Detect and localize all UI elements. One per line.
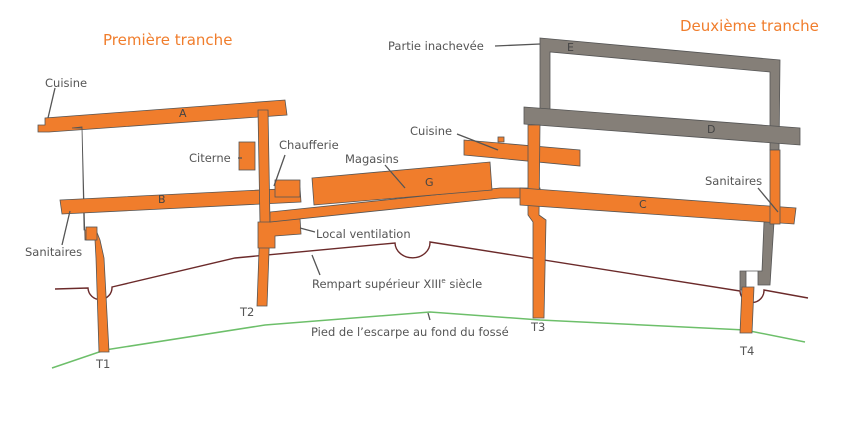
letter-g: G xyxy=(425,176,434,189)
letter-d: D xyxy=(707,123,715,136)
label-cuisine-right: Cuisine xyxy=(410,124,452,138)
t1-block xyxy=(85,226,98,241)
rempart-end-text: siècle xyxy=(446,277,483,291)
cuisine-chimney xyxy=(497,136,505,143)
letter-a: A xyxy=(179,107,187,120)
rampart-line xyxy=(54,241,809,304)
letter-b: B xyxy=(158,193,166,206)
first-section xyxy=(37,99,541,353)
wall-right-orange xyxy=(769,149,781,225)
rempart-superscript: e xyxy=(441,277,445,285)
second-section xyxy=(463,37,801,334)
wall-t3 xyxy=(527,124,547,319)
label-rempart: Rempart supérieur XIIIe siècle xyxy=(312,277,482,291)
rempart-main-text: Rempart supérieur XIII xyxy=(312,277,441,291)
building-c xyxy=(519,187,797,225)
title-second-section: Deuxième tranche xyxy=(680,17,819,35)
tower-t1: T1 xyxy=(95,357,110,371)
label-sanitaires-right: Sanitaires xyxy=(705,174,762,188)
label-local-ventilation: Local ventilation xyxy=(316,227,411,241)
citerne-block xyxy=(238,141,256,171)
wall-t4 xyxy=(739,286,755,334)
ditch-line xyxy=(51,311,806,369)
building-b xyxy=(59,187,302,215)
leader-lines xyxy=(47,43,779,321)
chaufferie-block xyxy=(274,179,301,198)
label-magasins: Magasins xyxy=(345,152,399,166)
tower-t2: T2 xyxy=(239,305,254,319)
label-partie-inachevee: Partie inachevée xyxy=(388,39,484,53)
cuisine-block xyxy=(463,139,581,167)
label-sanitaires-left: Sanitaires xyxy=(25,245,82,259)
building-a xyxy=(37,99,288,133)
label-cuisine-left: Cuisine xyxy=(45,76,87,90)
tower-t4: T4 xyxy=(739,344,754,358)
tower-t3: T3 xyxy=(530,320,545,334)
letter-e: E xyxy=(567,41,574,54)
local-ventilation-block xyxy=(257,217,302,249)
label-chaufferie: Chaufferie xyxy=(279,138,339,152)
building-d xyxy=(523,106,801,146)
label-pied-escarpe: Pied de l’escarpe au fond du fossé xyxy=(311,325,509,339)
wall-gray-right xyxy=(739,221,775,291)
wall-t2 xyxy=(256,109,271,307)
title-first-section: Première tranche xyxy=(103,31,232,49)
label-citerne: Citerne xyxy=(189,151,231,165)
letter-c: C xyxy=(639,198,647,211)
building-g xyxy=(311,161,493,206)
